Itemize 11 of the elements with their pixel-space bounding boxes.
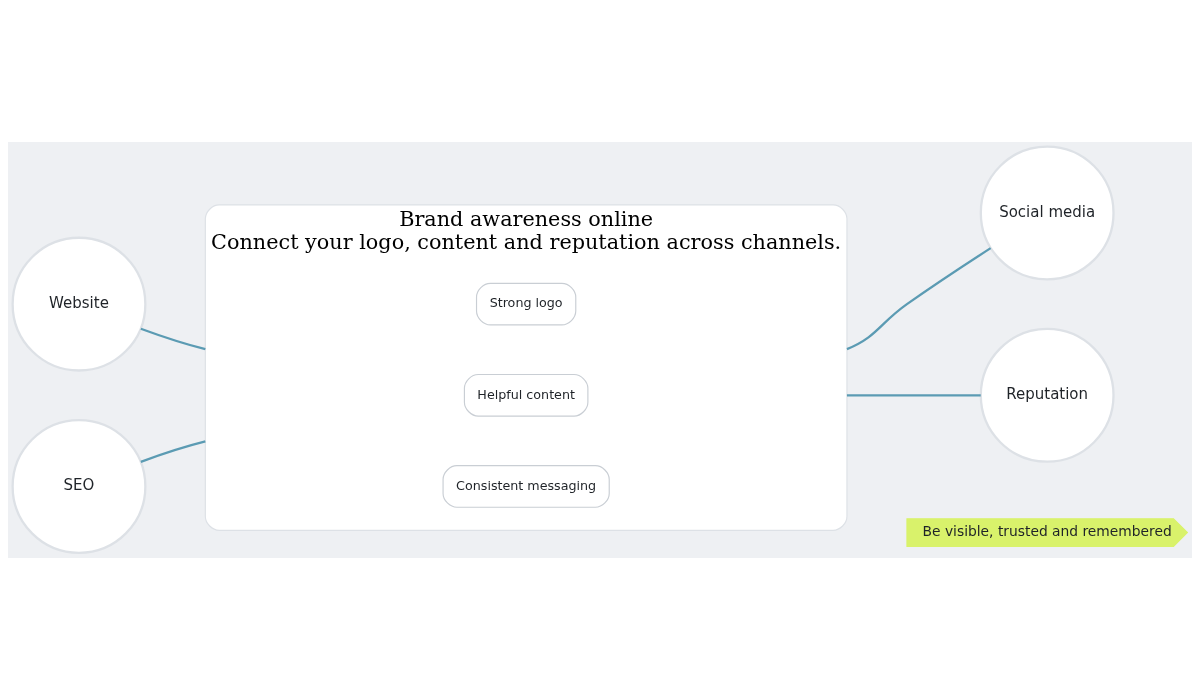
node-box: Helpful content [463, 373, 589, 417]
connector [846, 247, 992, 351]
connector [846, 394, 981, 397]
node-circle: Social media [979, 145, 1115, 281]
node-circle: SEO [11, 418, 147, 554]
node-circle: Reputation [979, 327, 1115, 463]
connector [140, 440, 206, 463]
node-box: Strong logo [475, 282, 577, 326]
node-box: Consistent messaging [442, 465, 610, 508]
node-circle: Website [11, 236, 147, 372]
connector [140, 327, 206, 351]
